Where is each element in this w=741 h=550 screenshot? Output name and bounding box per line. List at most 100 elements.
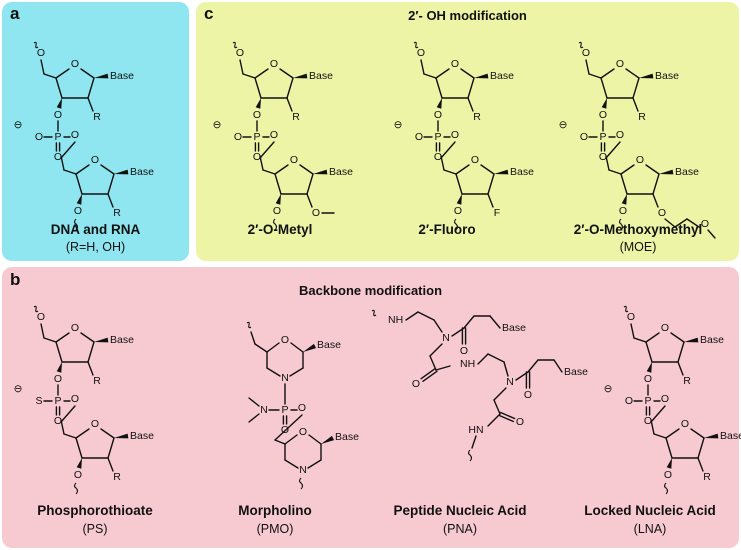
ring-bond — [625, 68, 640, 79]
morpholino-nitrogen-lower: N — [299, 464, 307, 476]
phosphorus: P — [253, 131, 260, 143]
bond-4prime — [262, 169, 276, 175]
oxygen-5prime-lower: O — [71, 129, 79, 141]
moe-bond — [686, 218, 700, 228]
wavy-bond-top — [33, 41, 39, 49]
base-label: Base — [490, 70, 514, 82]
wavy-bond-bottom — [467, 449, 473, 462]
panel-letter-a: a — [10, 4, 20, 23]
morpholino-oxygen: O — [281, 334, 289, 346]
ring-bond — [480, 164, 495, 175]
phosphate-oxygen: O — [580, 131, 588, 143]
bond-5prime-lower — [259, 141, 275, 159]
moe-bond — [707, 229, 716, 239]
oxygen-5prime: O — [627, 311, 635, 323]
r-group-label: R — [703, 471, 711, 483]
oxygen-5prime: O — [582, 47, 590, 59]
ring-bond — [55, 341, 63, 363]
wavy-bond-top — [578, 41, 584, 49]
wavy-bond-top — [232, 41, 238, 49]
ring-bond — [279, 68, 294, 79]
bond-3prime — [76, 458, 82, 469]
ring-bond — [254, 77, 262, 99]
ring-bond — [620, 173, 628, 195]
backbone-bond — [417, 311, 435, 321]
ring-bond — [645, 341, 653, 363]
ring-bond — [690, 428, 705, 439]
label-locked-nucleic-acid: Locked Nucleic Acid — [584, 503, 716, 518]
r-group-label: R — [473, 111, 481, 123]
oxygen-5prime: O — [236, 47, 244, 59]
phosphoryl-oxygen: O — [434, 151, 442, 163]
base-wedge — [321, 435, 335, 444]
ring-bond — [274, 173, 282, 195]
bond-4prime — [242, 73, 256, 79]
ring-oxygen: O — [661, 322, 669, 334]
panel-backbone-modification — [2, 267, 739, 548]
ring-bond — [290, 342, 304, 353]
ring-bond — [299, 164, 314, 175]
bond-3prime — [601, 98, 607, 109]
oxygen-3prime: O — [273, 205, 281, 217]
bond-4prime — [443, 169, 457, 175]
ring-bond — [455, 164, 470, 175]
ring-bond — [652, 173, 660, 195]
ring-oxygen: O — [91, 418, 99, 430]
backbone-bond — [405, 311, 419, 321]
ring-bond — [254, 68, 269, 79]
base-wedge — [474, 73, 489, 79]
bond-2prime — [286, 97, 293, 112]
bond-5prime — [420, 59, 425, 75]
ring-oxygen: O — [91, 154, 99, 166]
dimethylamino-nitrogen: N — [260, 404, 268, 416]
bond-2prime — [652, 193, 659, 208]
bond-5prime — [650, 419, 655, 435]
phosphorus: P — [644, 395, 651, 407]
ring-bond — [284, 434, 298, 445]
bond-3prime — [621, 194, 627, 205]
base-label: Base — [510, 166, 534, 178]
sulfur: S — [35, 395, 42, 407]
base-label: Base — [335, 431, 359, 443]
bond-2prime — [306, 193, 313, 208]
carbonyl-double-bond — [422, 370, 438, 383]
ring-bond — [467, 77, 475, 99]
backbone-bond — [435, 365, 451, 371]
bond-5prime — [254, 343, 268, 353]
r-group-label: R — [113, 471, 121, 483]
label-morpholino: Morpholino — [238, 503, 312, 518]
phosphorus: P — [599, 131, 606, 143]
backbone-bond — [429, 355, 437, 371]
base-wedge — [704, 433, 719, 439]
ring-bond — [289, 367, 304, 377]
base-wedge — [659, 169, 674, 175]
bond-3prime — [56, 98, 62, 109]
backbone-bond — [471, 435, 477, 449]
ring-bond — [75, 437, 83, 459]
heading-2oh-modification: 2′- OH modification — [408, 8, 527, 23]
bond-2prime — [107, 457, 114, 472]
label-2-o-methyl: 2′-O-Metyl — [247, 222, 313, 237]
ring-bond — [307, 459, 322, 469]
oxygen-5prime-lower: O — [270, 129, 278, 141]
label-2-o-methoxymethyl: 2′-O-Methoxymethyl — [573, 222, 703, 237]
negative-charge: ⊖ — [394, 119, 403, 131]
phosphorus: P — [434, 131, 441, 143]
phosphoryl-oxygen: O — [253, 151, 261, 163]
sidechain-bond — [553, 359, 563, 373]
bond-4prime — [608, 169, 622, 175]
wavy-bond-top — [371, 309, 377, 317]
base-wedge — [114, 169, 129, 175]
bond-4prime — [63, 169, 77, 175]
bond-4prime — [653, 433, 667, 439]
wavy-bond-bottom — [298, 477, 304, 490]
backbone-bond — [433, 319, 443, 333]
ring-bond — [100, 428, 115, 439]
ring-bond — [645, 164, 660, 175]
ring-bond — [460, 68, 475, 79]
base-label: Base — [700, 334, 724, 346]
bond-5prime — [40, 59, 45, 75]
ring-bond — [274, 164, 289, 175]
negative-charge: ⊖ — [559, 119, 568, 131]
